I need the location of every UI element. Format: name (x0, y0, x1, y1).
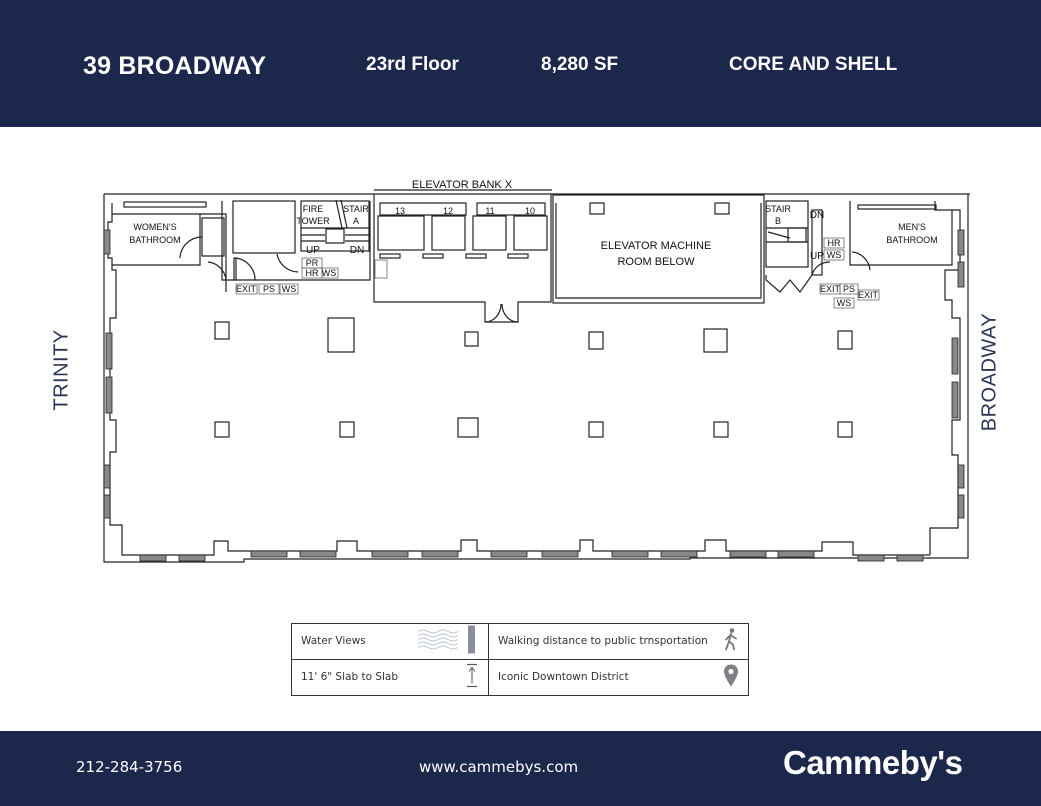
svg-text:TOWER: TOWER (296, 216, 330, 226)
svg-text:12: 12 (443, 206, 453, 216)
feature-downtown: Iconic Downtown District (489, 660, 748, 696)
feature-transportation: Walking distance to public trnsportation (489, 624, 748, 660)
ceiling-height-icon (466, 664, 478, 691)
svg-text:EXIT: EXIT (236, 284, 257, 294)
svg-text:FIRE: FIRE (303, 204, 324, 214)
square-footage: 8,280 SF (541, 54, 619, 75)
svg-text:DN: DN (350, 245, 364, 256)
features-table: Water Views Walking distance to public t… (291, 623, 749, 696)
svg-text:DN: DN (810, 210, 824, 221)
water-view-icon (417, 625, 478, 657)
svg-text:UP: UP (810, 251, 824, 262)
svg-text:EXIT: EXIT (858, 290, 879, 300)
map-pin-icon (724, 664, 738, 690)
mens-bathroom-label: MEN'S (898, 222, 926, 232)
svg-text:UP: UP (306, 245, 320, 256)
svg-text:PR: PR (306, 258, 319, 268)
phone-number[interactable]: 212-284-3756 (76, 758, 183, 776)
svg-text:WS: WS (837, 298, 852, 308)
svg-text:A: A (353, 216, 359, 226)
svg-text:BATHROOM: BATHROOM (129, 235, 180, 245)
svg-text:ROOM BELOW: ROOM BELOW (617, 256, 695, 268)
svg-text:PS: PS (843, 284, 855, 294)
svg-text:WS: WS (322, 268, 337, 278)
svg-text:10: 10 (525, 206, 535, 216)
walking-person-icon (724, 628, 738, 655)
svg-text:STAIR: STAIR (765, 204, 791, 214)
feature-slab-height: 11' 6" Slab to Slab (292, 659, 489, 695)
svg-text:B: B (775, 216, 781, 226)
svg-text:HR: HR (828, 238, 841, 248)
svg-text:STAIR: STAIR (343, 204, 369, 214)
website-link[interactable]: www.cammebys.com (419, 758, 579, 776)
machine-room-label: ELEVATOR MACHINE (601, 240, 712, 252)
svg-text:WS: WS (282, 284, 297, 294)
property-title: 39 BROADWAY (83, 52, 267, 80)
svg-text:PS: PS (263, 284, 275, 294)
feature-water-views: Water Views (292, 624, 489, 660)
header-banner: 39 BROADWAY 23rd Floor 8,280 SF CORE AND… (0, 0, 1041, 127)
svg-text:HR: HR (306, 268, 319, 278)
floor-plan: ELEVATOR BANK X 13 12 11 10 ELEVATOR MAC… (103, 179, 970, 563)
floor-label: 23rd Floor (366, 54, 459, 75)
womens-bathroom-label: WOMEN'S (133, 222, 176, 232)
brand-logo: Cammeby's (783, 744, 963, 781)
elevator-bank-label: ELEVATOR BANK X (412, 179, 513, 191)
svg-text:WS: WS (827, 250, 842, 260)
svg-text:11: 11 (485, 206, 494, 216)
svg-text:BATHROOM: BATHROOM (886, 235, 937, 245)
footer-banner: 212-284-3756 www.cammebys.com Cammeby's (0, 731, 1041, 806)
svg-text:13: 13 (395, 206, 405, 216)
svg-text:EXIT: EXIT (820, 284, 841, 294)
space-condition: CORE AND SHELL (729, 54, 898, 75)
